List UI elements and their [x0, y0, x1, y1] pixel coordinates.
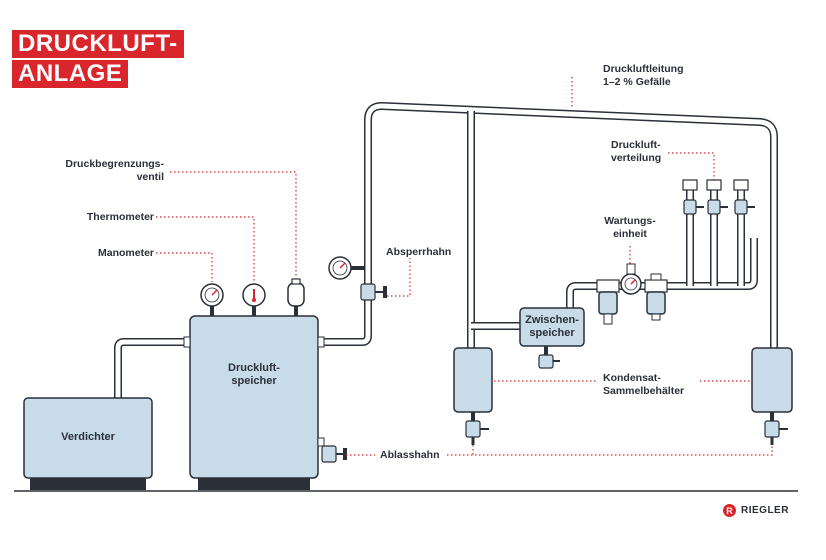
riegler-logo-text: RIEGLER [741, 505, 789, 516]
pipe-storage-to-main [318, 102, 778, 348]
distribution-valves [682, 179, 755, 215]
riegler-logo-icon: R [723, 504, 736, 517]
thermometer-icon [242, 283, 266, 316]
verdichter-label: Verdichter [61, 431, 115, 443]
pipe-distribution [686, 184, 745, 286]
verdichter-unit [23, 397, 153, 490]
ablasshahn-icon [317, 437, 347, 463]
wartungseinheit-unit [596, 263, 668, 325]
label-ablasshahn: Ablasshahn [380, 449, 440, 461]
label-absperrhahn: Absperrhahn [386, 246, 452, 258]
druckluftspeicher-label: Druckluft- speicher [228, 362, 280, 387]
title-line-1: DRUCKLUFT- [12, 30, 184, 58]
riegler-logo: R RIEGLER [723, 504, 789, 517]
zwischenspeicher-label: Zwischen- speicher [525, 314, 579, 339]
label-druckluftverteilung: Druckluft- verteilung [611, 139, 662, 164]
label-druckluftleitung: Druckluftleitung 1–2 % Gefälle [603, 63, 684, 88]
druckbegrenzungsventil-icon [287, 278, 305, 316]
label-manometer: Manometer [97, 247, 154, 259]
zwischenspeicher-tank [519, 307, 585, 369]
label-wartungseinheit: Wartungs- einheit [604, 215, 656, 240]
kondensat-tank-left [453, 347, 493, 445]
title-line-2: ANLAGE [12, 60, 129, 88]
label-thermometer: Thermometer [86, 211, 154, 223]
label-kondensat-sammelbehaelter: Kondensat- Sammelbehälter [603, 372, 685, 397]
manometer-icon [200, 283, 224, 316]
title-badge: DRUCKLUFT- ANLAGE [12, 30, 192, 90]
druckluftspeicher-tank [183, 315, 325, 490]
pipe-compressor-to-storage [114, 338, 190, 398]
leader-lines [156, 77, 773, 456]
riser-manometer-icon [328, 256, 364, 280]
label-druckbegrenzungsventil: Druckbegrenzungs- ventil [65, 158, 164, 183]
absperrhahn-icon [360, 283, 387, 301]
kondensat-tank-right [751, 347, 793, 445]
